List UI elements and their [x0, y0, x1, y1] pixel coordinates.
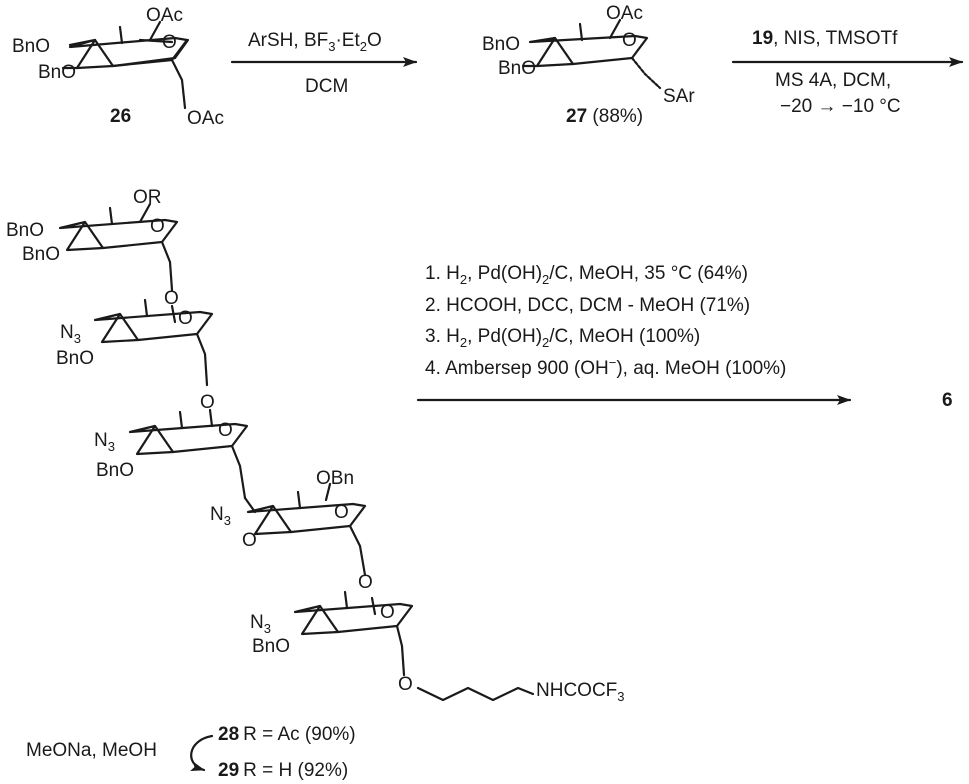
compound-number: 27 [566, 106, 587, 127]
linker-oxygen: O [164, 288, 179, 309]
obn-label: OBn [316, 468, 354, 489]
sar-label: SAr [663, 86, 695, 107]
sugar-unit-1: OR BnO BnO O O [6, 187, 179, 309]
oac-label: OAc [146, 5, 183, 26]
linker-oxygen: O [398, 674, 413, 695]
azide-label: N3 [210, 504, 231, 528]
bno-label: BnO [96, 460, 134, 481]
trifluoroacetamide-label: NHCOCF3 [536, 680, 625, 704]
bno-label: BnO [6, 220, 44, 241]
sugar-unit-5: N3 BnO O O [250, 590, 414, 695]
ring-oxygen: O [150, 216, 165, 237]
azide-label: N3 [250, 612, 271, 636]
compound-27-structure: BnO BnO OAc O SAr [482, 3, 695, 107]
yield-text: (88%) [587, 106, 643, 127]
compound-27-label: 27 (88%) [566, 106, 643, 127]
bno-label: BnO [22, 244, 60, 265]
solvent-text: DCM [305, 76, 348, 97]
propyl-chain [416, 686, 535, 702]
ring-oxygen: O [178, 308, 193, 329]
oac-label: OAc [606, 3, 643, 24]
ring-oxygen: O [242, 530, 257, 551]
deprotection-reagent: MeONa, MeOH [26, 740, 157, 761]
bno-label: BnO [12, 36, 50, 57]
linker-oxygen: O [358, 572, 373, 593]
sugar-unit-2: N3 BnO O O [56, 298, 215, 413]
linker-oxygen: O [200, 392, 215, 413]
sugar-unit-3: N3 BnO O [94, 408, 249, 500]
ring-oxygen: O [162, 32, 177, 53]
ring-oxygen: O [218, 420, 233, 441]
compound-number: 26 [110, 106, 131, 127]
bno-label: BnO [38, 62, 76, 83]
ring-oxygen: O [622, 30, 637, 51]
bno-label: BnO [498, 58, 536, 79]
reagent-text: MS 4A, DCM, [775, 70, 891, 91]
curved-arrow [190, 734, 214, 772]
azide-label: N3 [60, 322, 81, 346]
or-label: OR [133, 187, 162, 208]
bno-label: BnO [482, 34, 520, 55]
condition-line: 3. H2, Pd(OH)2/C, MeOH (100%) [425, 326, 700, 350]
product-number: 6 [942, 390, 953, 411]
reagent-text: 19, NIS, TMSOTf [752, 28, 898, 49]
condition-line: 4. Ambersep 900 (OH−), aq. MeOH (100%) [425, 355, 786, 379]
reagent-text: −20 → −10 °C [780, 96, 901, 117]
condition-line: 2. HCOOH, DCC, DCM - MeOH (71%) [425, 295, 750, 316]
compound-26-structure: BnO BnO OAc O OAc [12, 5, 224, 129]
ring-oxygen: O [380, 602, 395, 623]
ring-oxygen: O [334, 502, 349, 523]
bno-label: BnO [252, 636, 290, 657]
azide-label: N3 [94, 430, 115, 454]
oac-label: OAc [187, 108, 224, 129]
bno-label: BnO [56, 348, 94, 369]
sugar-unit-4: OBn N3 O O O [210, 468, 373, 593]
condition-line: 1. H2, Pd(OH)2/C, MeOH, 35 °C (64%) [425, 263, 748, 287]
reagent-text: ArSH, BF3·Et2O [248, 30, 382, 54]
